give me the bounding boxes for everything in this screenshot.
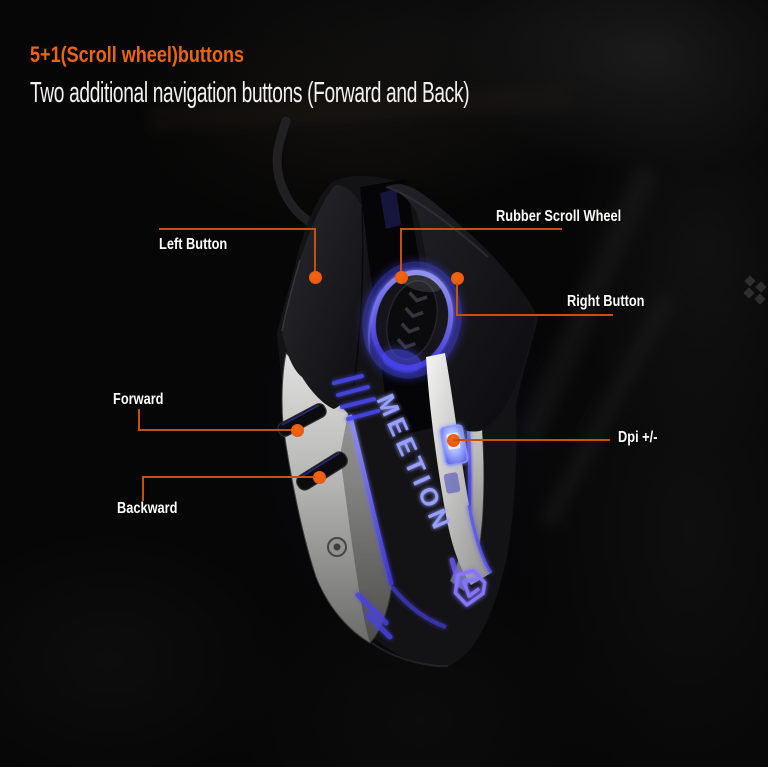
callout-line — [142, 476, 315, 478]
callout-line — [159, 228, 316, 230]
callout-label: Right Button — [567, 293, 645, 310]
page-title: 5+1(Scroll wheel)buttons — [30, 42, 245, 67]
side-screw-center — [333, 543, 341, 551]
callout-label: Left Button — [159, 236, 228, 253]
mouse-cable — [272, 116, 315, 227]
callout-line — [314, 228, 316, 274]
callout-label: Rubber Scroll Wheel — [496, 208, 622, 225]
callout-dot — [291, 424, 304, 437]
callout-label: Forward — [113, 391, 164, 408]
callout-line — [456, 283, 458, 316]
callout-line — [453, 439, 610, 441]
callout-line — [138, 429, 298, 431]
callout-line — [138, 409, 140, 431]
callout-label: Dpi +/- — [618, 429, 658, 446]
product-image-mouse: MEETION — [240, 116, 560, 685]
callout-dot — [309, 271, 322, 284]
callout-dot — [395, 271, 408, 284]
callout-line — [400, 228, 562, 230]
callout-label: Backward — [117, 500, 178, 517]
callout-line — [456, 314, 613, 316]
page-subtitle: Two additional navigation buttons (Forwa… — [30, 77, 470, 109]
callout-line — [142, 476, 144, 501]
callout-line — [400, 228, 402, 272]
